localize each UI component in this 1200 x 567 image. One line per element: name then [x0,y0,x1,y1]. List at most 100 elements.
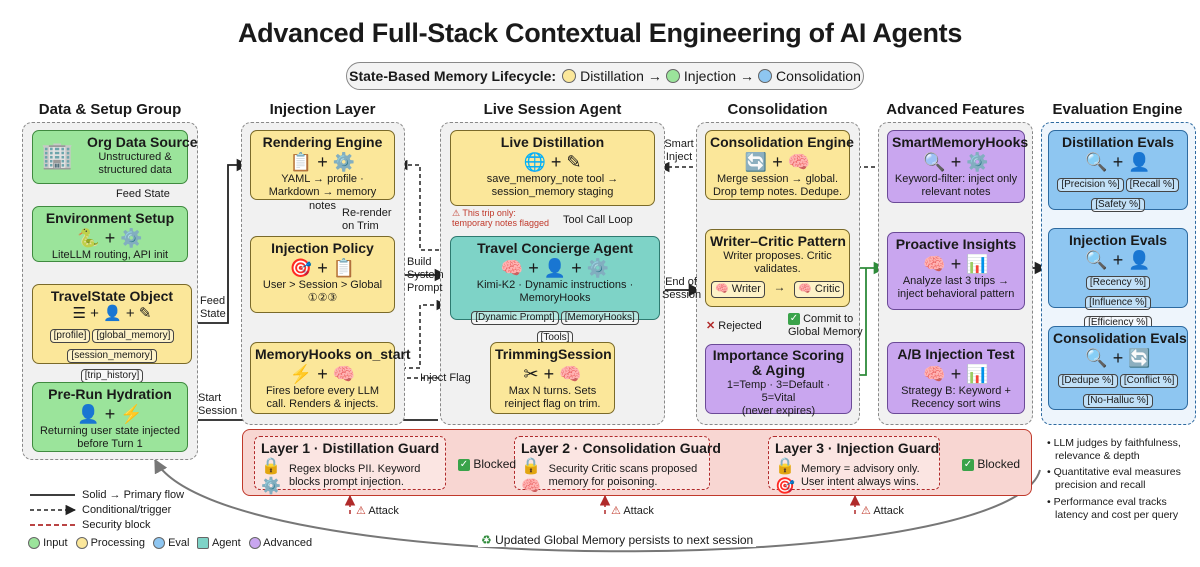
ab-injection-test: A/B Injection Test 🧠 + 📊 Strategy B: Key… [887,342,1025,414]
box-title: SmartMemoryHooks [892,134,1029,150]
guard-title: Layer 2 · Consolidation Guard [521,440,721,456]
column-title: Advanced Features [886,101,1025,118]
legend-item: Eval [153,537,190,550]
box-title: TrimmingSession [495,346,612,362]
attack-label: ⚠ Attack [611,505,654,518]
attack-label: ⚠ Attack [861,505,904,518]
priority-numbers: ①②③ [307,292,338,305]
rerender-label: Re-render on Trim [342,207,392,233]
box-title: Org Data Source [87,134,198,150]
note-text: Quantitative eval measures precision and… [1053,466,1181,492]
python-gear-icon: 🐍 + ⚙️ [77,227,143,248]
box-title: Writer–Critic Pattern [710,233,846,249]
box-desc: Keyword-filter: inject only relevant not… [894,173,1018,199]
box-title: Injection Policy [271,240,374,256]
search-gear-icon: 🔍 + ⚙️ [923,151,989,172]
warning-text: This trip only: temporary notes flagged [452,208,550,228]
box-desc: LiteLLM routing, API init [51,249,169,262]
travel-concierge-agent[interactable]: Travel Concierge Agent 🧠 + 👤 + ⚙️ Kimi-K… [450,236,660,345]
blocked-text: Blocked [977,457,1021,471]
writer-label: Writer [731,283,761,296]
legend-item: Processing [75,537,145,550]
legend-label: Agent [211,537,241,549]
note-text: LLM judges by faithfulness, relevance & … [1053,437,1181,463]
lock-gear-icon: 🔒⚙️ [261,458,281,495]
metric-tag: [Precision %] [1057,178,1124,193]
user-lightning-icon: 👤 + ⚡ [77,403,143,424]
box-title: Rendering Engine [262,134,383,150]
blocked-label: ✓ Blocked [458,457,516,471]
column-title: Data & Setup Group [38,101,182,118]
legend-label: Eval [168,537,190,549]
box-note: (never expires) [741,405,816,418]
arrow-icon: → [647,68,662,84]
metric-tag: [Influence %] [1085,296,1151,311]
box-desc: YAML → profile · Markdown → memory notes [268,173,377,212]
box-desc: Returning user state injected before Tur… [39,425,181,451]
attack-text: Attack [623,505,654,517]
rejected-text: Rejected [718,320,762,332]
critic-node: 🧠 Critic [794,281,844,299]
metric-tag: [Safety %] [1091,198,1145,213]
legend-item: Input [28,537,68,550]
box-desc: Fires before every LLM call. Renders & i… [265,385,380,411]
legend-label: Advanced [263,537,313,549]
note-item: • LLM judges by faithfulness, relevance … [1047,437,1181,463]
consolidation-evals: Consolidation Evals 🔍 + 🔄 [Dedupe %][Con… [1048,326,1188,410]
warning-icon: ⚠ [611,505,621,517]
search-refresh-icon: 🔍 + 🔄 [1085,347,1151,368]
column-title: Injection Layer [269,101,376,118]
search-user-icon: 🔍 + 👤 [1085,151,1151,172]
org-data-source: 🏢 Org Data Source Unstructured & structu… [32,130,198,184]
arrow-icon: → [740,68,755,84]
target-list-icon: 🎯 + 📋 [289,257,356,278]
guard-desc: Security Critic scans proposed memory fo… [548,462,698,488]
box-desc: User > Session > Global [262,279,383,292]
metric-tag: [No-Halluc %] [1083,394,1153,409]
pre-run-hydration: Pre-Run Hydration 👤 + ⚡ Returning user s… [32,382,188,452]
importance-scoring: Importance Scoring & Aging 1=Temp · 3=De… [705,344,852,417]
note-item: • Quantitative eval measures precision a… [1047,466,1181,492]
injection-policy: Injection Policy 🎯 + 📋 User > Session > … [250,236,395,313]
box-title: Injection Evals [1068,232,1168,248]
consolidation-dot-icon [758,69,773,83]
tag-profile: [profile] [49,328,91,343]
legend-security: Security block [82,519,151,531]
memoryhooks-on-start: MemoryHooks on_start ⚡ + 🧠 Fires before … [250,342,411,414]
feed-state-label: Feed State [200,295,226,321]
inject-flag-label: Inject Flag [420,372,471,384]
legend-label: Input [43,537,68,549]
box-title: Environment Setup [45,210,175,226]
lifecycle-step: Injection [683,68,737,84]
brain-user-gear-icon: 🧠 + 👤 + ⚙️ [500,257,610,278]
globe-edit-icon: 🌐 + ✎ [523,151,582,172]
brain-chart-icon: 🧠 + 📊 [923,253,989,274]
feed-state-label: Feed State [116,188,170,200]
box-title: Proactive Insights [895,236,1017,252]
box-desc: save_memory_note tool → session_memory s… [486,173,619,199]
list-user-edit-icon: ☰ + 👤 + ✎ [72,304,152,322]
consolidation-guard: Layer 2 · Consolidation Guard 🔒🧠 Securit… [514,436,721,495]
start-session-label: Start Session [198,392,238,418]
lifecycle-step: Consolidation [776,68,861,84]
legend-dashed: Conditional/trigger [82,504,172,516]
column-title: Consolidation [727,101,828,118]
guard-desc: Regex blocks PII. Keyword blocks prompt … [288,462,421,488]
box-title: Distillation Evals [1061,134,1175,150]
writer-node: 🧠 Writer [711,281,765,299]
page-title: Advanced Full-Stack Contextual Engineeri… [237,18,963,48]
check-icon: ✓ [788,313,800,326]
box-desc: Merge session → global. Drop temp notes.… [712,173,843,199]
note-item: • Performance eval tracks latency and co… [1047,495,1179,521]
note-text: Performance eval tracks latency and cost… [1053,495,1179,521]
metric-tag: [Recall %] [1125,178,1179,193]
box-title: Importance Scoring & Aging [712,347,845,379]
persist-text: Updated Global Memory persists to next s… [495,533,754,547]
lifecycle-label: State-Based Memory Lifecycle: [349,68,557,84]
lock-brain-icon: 🔒🧠 [521,458,541,495]
box-title: Travel Concierge Agent [477,240,633,256]
lightning-brain-icon: ⚡ + 🧠 [289,363,356,384]
lifecycle-bar: State-Based Memory Lifecycle: Distillati… [346,62,864,90]
color-legend: Input Processing Eval Agent Advanced [28,537,313,550]
commit-label: ✓ Commit to Global Memory [788,313,870,339]
